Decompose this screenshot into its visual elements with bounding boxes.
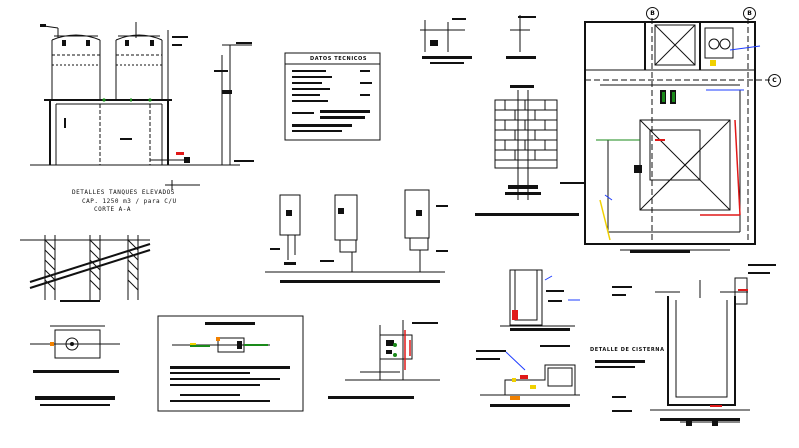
connection-detail-top [420,15,536,64]
pipe-wall-crossing-detail [20,235,151,302]
tank-left [40,24,101,101]
elevated-tanks-detail [30,22,254,190]
grid-marker-bubble: B [646,7,659,20]
cistern-detail-title: DETALLE DE CISTERNA [590,347,665,353]
pump-connection-detail [476,269,580,407]
grid-markers [585,18,770,244]
tank-right [115,22,188,101]
grid-marker-label: B [650,10,655,17]
tank-section-label: CORTE A-A [94,206,132,213]
riser-pipe [200,42,254,166]
valve-legend-box [157,315,304,412]
tank-capacity-label: CAP. 1250 m3 / para C/U [82,198,177,205]
colored-pipe-accents [50,45,761,407]
grid-marker-bubble: B [743,7,756,20]
meter-box-detail [30,325,120,406]
tank-detail-title: DETALLES TANQUES ELEVADOS [72,189,175,196]
grid-marker-label: B [747,10,752,17]
grid-marker-bubble: C [768,74,781,87]
valve-elevation-detail [328,320,440,399]
brick-wall-section [475,85,584,216]
pipe-section-details [265,189,448,283]
technical-data-title: DATOS TECNICOS [310,56,368,62]
technical-data-table [284,52,381,141]
grid-marker-label: C [772,77,777,84]
tank-support-structure [30,99,200,190]
cistern-detail [595,264,776,426]
floor-plan-detail [584,21,756,253]
